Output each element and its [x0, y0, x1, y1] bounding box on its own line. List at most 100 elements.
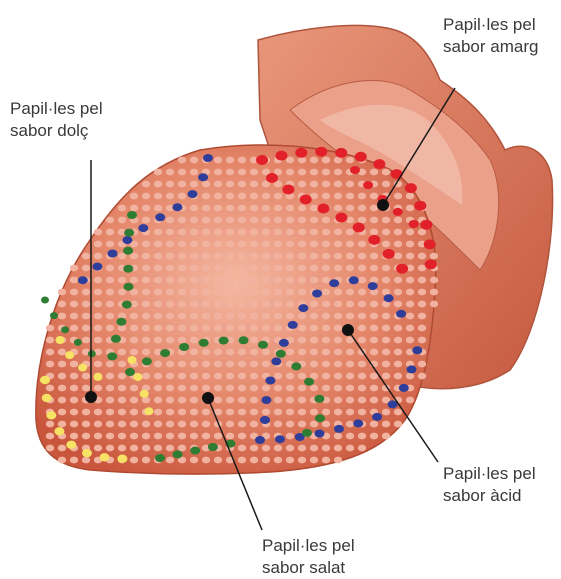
papilla-dot	[94, 325, 102, 332]
papilla-dot	[298, 421, 306, 428]
bitter-papilla-dot	[393, 208, 403, 216]
papilla-dot	[118, 421, 126, 428]
papilla-dot	[82, 385, 90, 392]
papilla-dot	[238, 457, 246, 464]
sour-papilla-dot	[315, 430, 325, 438]
papilla-dot	[334, 229, 342, 236]
papilla-dot	[106, 445, 114, 452]
papilla-dot	[154, 253, 162, 260]
papilla-dot	[250, 205, 258, 212]
papilla-dot	[166, 289, 174, 296]
papilla-dot	[322, 373, 330, 380]
papilla-dot	[70, 301, 78, 308]
papilla-dot	[250, 193, 258, 200]
papilla-dot	[106, 325, 114, 332]
papilla-dot	[178, 289, 186, 296]
papilla-dot	[274, 253, 282, 260]
papilla-dot	[334, 253, 342, 260]
papilla-dot	[262, 253, 270, 260]
papilla-dot	[322, 409, 330, 416]
papilla-dot	[190, 337, 198, 344]
papilla-dot	[154, 313, 162, 320]
bitter-papilla-dot	[425, 259, 437, 269]
bitter-papilla-dot	[353, 223, 365, 233]
papilla-dot	[262, 205, 270, 212]
papilla-dot	[262, 241, 270, 248]
papilla-dot	[166, 421, 174, 428]
papilla-dot	[310, 409, 318, 416]
papilla-dot	[238, 217, 246, 224]
papilla-dot	[82, 253, 90, 260]
papilla-dot	[154, 181, 162, 188]
label-sour-papillae: Papil·les pel sabor àcid	[443, 463, 536, 507]
papilla-dot	[334, 397, 342, 404]
papilla-dot	[94, 433, 102, 440]
papilla-dot	[154, 169, 162, 176]
papilla-dot	[310, 241, 318, 248]
papilla-dot	[346, 181, 354, 188]
papilla-dot	[418, 313, 426, 320]
papilla-dot	[82, 301, 90, 308]
papilla-dot	[274, 193, 282, 200]
papilla-dot	[214, 289, 222, 296]
papilla-dot	[178, 325, 186, 332]
papilla-dot	[346, 421, 354, 428]
papilla-dot	[202, 193, 210, 200]
papilla-dot	[94, 301, 102, 308]
papilla-dot	[346, 313, 354, 320]
papilla-dot	[166, 277, 174, 284]
papilla-dot	[82, 421, 90, 428]
salty-papilla-dot	[302, 429, 312, 437]
papilla-dot	[394, 289, 402, 296]
papilla-dot	[130, 457, 138, 464]
papilla-dot	[250, 289, 258, 296]
papilla-dot	[142, 265, 150, 272]
papilla-dot	[142, 253, 150, 260]
papilla-dot	[202, 241, 210, 248]
papilla-dot	[322, 421, 330, 428]
papilla-dot	[382, 169, 390, 176]
papilla-dot	[298, 385, 306, 392]
salty-papilla-dot	[88, 350, 96, 357]
salty-papilla-dot	[276, 350, 286, 358]
sour-papilla-dot	[172, 203, 182, 211]
papilla-dot	[178, 241, 186, 248]
papilla-dot	[178, 397, 186, 404]
bitter-papilla-dot	[335, 148, 347, 158]
papilla-dot	[322, 181, 330, 188]
papilla-dot	[118, 205, 126, 212]
papilla-dot	[118, 277, 126, 284]
papilla-dot	[262, 457, 270, 464]
papilla-dot	[394, 253, 402, 260]
papilla-dot	[70, 421, 78, 428]
papilla-dot	[226, 349, 234, 356]
papilla-dot	[334, 181, 342, 188]
papilla-dot	[370, 229, 378, 236]
papilla-dot	[334, 325, 342, 332]
papilla-dot	[82, 337, 90, 344]
papilla-dot	[94, 241, 102, 248]
papilla-dot	[346, 205, 354, 212]
papilla-dot	[310, 217, 318, 224]
papilla-dot	[106, 241, 114, 248]
papilla-dot	[202, 205, 210, 212]
papilla-dot	[274, 289, 282, 296]
papilla-dot	[418, 337, 426, 344]
papilla-dot	[250, 217, 258, 224]
papilla-dot	[298, 181, 306, 188]
papilla-dot	[274, 385, 282, 392]
papilla-dot	[70, 361, 78, 368]
papilla-dot	[346, 253, 354, 260]
papilla-dot	[274, 277, 282, 284]
salty-papilla-dot	[123, 265, 133, 273]
papilla-dot	[250, 181, 258, 188]
papilla-dot	[334, 445, 342, 452]
papilla-dot	[298, 409, 306, 416]
label-bitter-line1: Papil·les pel	[443, 14, 538, 36]
papilla-dot	[130, 193, 138, 200]
papilla-dot	[382, 373, 390, 380]
sour-papilla-dot	[271, 357, 281, 365]
papilla-dot	[106, 313, 114, 320]
papilla-dot	[226, 253, 234, 260]
papilla-dot	[202, 301, 210, 308]
